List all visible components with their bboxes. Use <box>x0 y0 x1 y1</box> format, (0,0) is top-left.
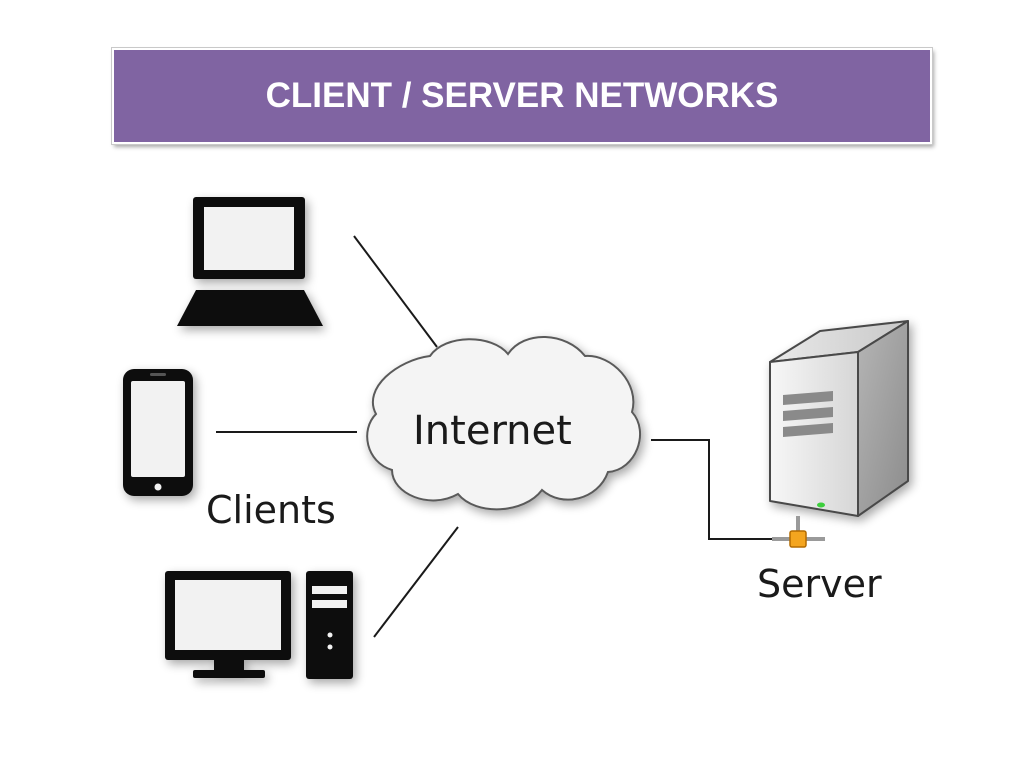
internet-cloud-icon <box>366 336 642 511</box>
laptop-icon <box>177 197 323 326</box>
server-connection <box>651 439 778 540</box>
server-label: Server <box>757 562 882 606</box>
desktop-connection <box>373 526 459 638</box>
server-tower-icon <box>769 320 909 517</box>
internet-label: Internet <box>413 408 572 454</box>
slide-title: CLIENT / SERVER NETWORKS <box>265 76 779 115</box>
connection-lines <box>216 235 778 638</box>
desktop-computer-icon <box>165 571 353 679</box>
network-port-icon <box>772 516 825 548</box>
smartphone-icon <box>123 369 193 496</box>
title-banner: CLIENT / SERVER NETWORKS <box>112 48 932 144</box>
laptop-connection <box>353 235 438 348</box>
clients-label: Clients <box>206 488 336 532</box>
